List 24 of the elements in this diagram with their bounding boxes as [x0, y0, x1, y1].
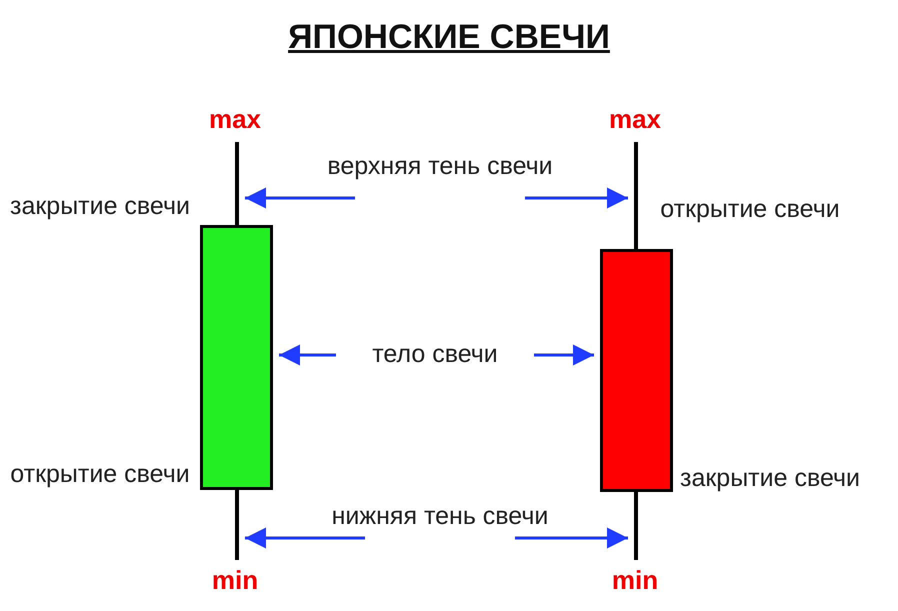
annotation-text: тело свечи: [340, 338, 530, 370]
price-label: max: [208, 104, 262, 135]
price-label: min: [210, 565, 260, 596]
arrow: [534, 344, 594, 366]
annotation-text: верхняя тень свечи: [320, 150, 560, 182]
candle-wick: [235, 142, 239, 225]
annotation-text: закрытие свечи: [680, 463, 860, 494]
candle-body: [600, 249, 673, 492]
candle-wick: [235, 490, 239, 560]
annotation-text: нижняя тень свечи: [330, 500, 550, 532]
price-label: max: [608, 104, 662, 135]
arrow: [515, 528, 628, 548]
candle-wick: [634, 142, 638, 249]
title: ЯПОНСКИЕ СВЕЧИ: [287, 18, 611, 57]
arrow: [245, 528, 365, 548]
candle-wick: [634, 492, 638, 560]
price-label: min: [610, 565, 660, 596]
arrow: [525, 188, 628, 208]
arrow: [279, 344, 336, 366]
annotation-text: открытие свечи: [660, 194, 840, 225]
arrow: [245, 188, 355, 208]
annotation-text: закрытие свечи: [8, 191, 191, 222]
candle-body: [200, 225, 273, 490]
annotation-text: открытие свечи: [9, 459, 191, 490]
